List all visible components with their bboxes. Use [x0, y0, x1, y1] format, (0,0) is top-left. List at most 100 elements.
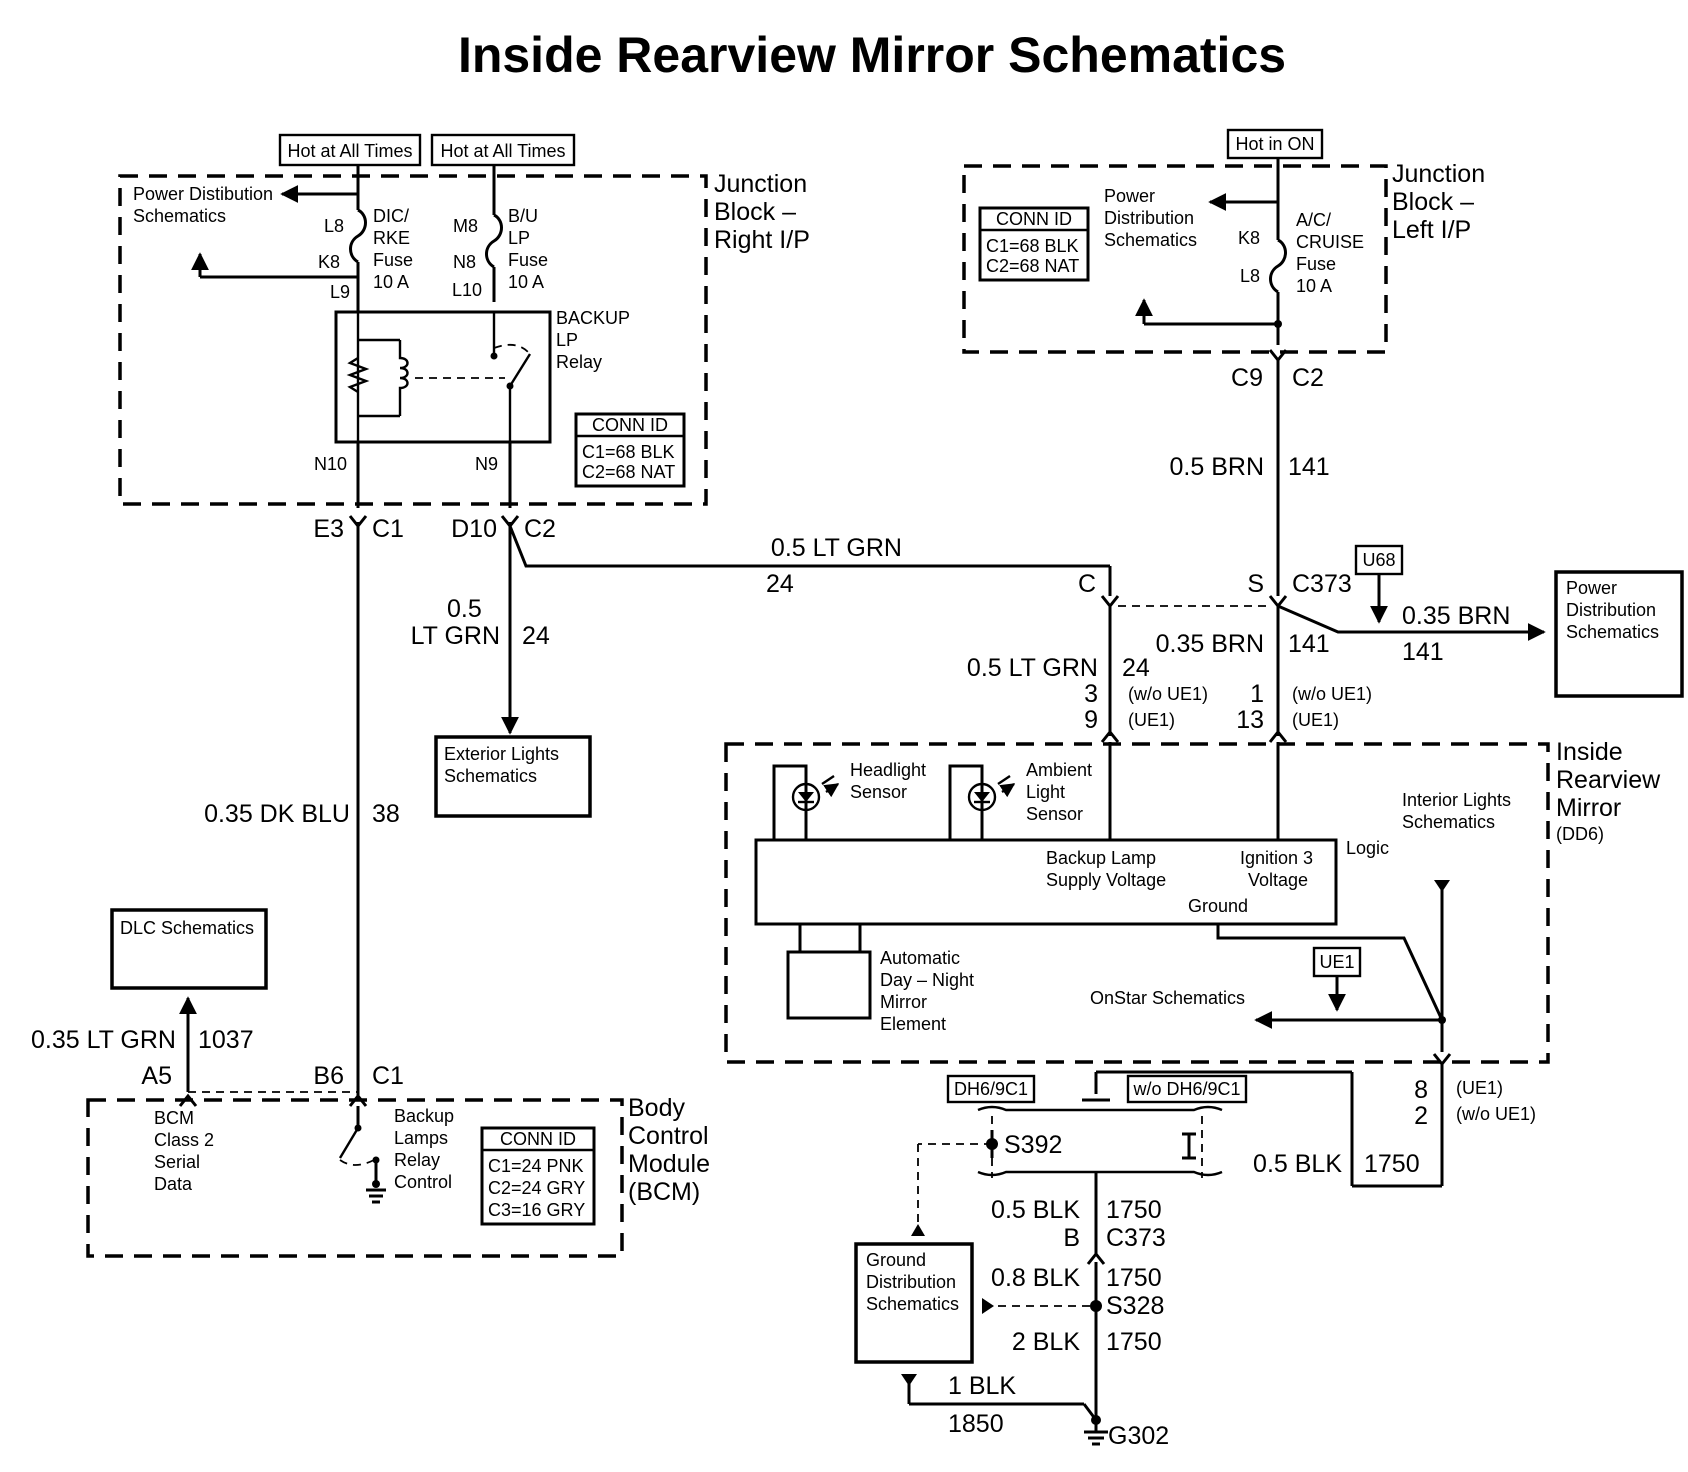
pin-s: S	[1247, 570, 1264, 598]
pin-8: 8	[1414, 1076, 1428, 1104]
pin-9-note: (UE1)	[1128, 710, 1175, 730]
bcm-conn-title: CONN ID	[500, 1129, 576, 1149]
pin-n10: N10	[314, 454, 347, 474]
jb-left-conn-c1: C1=68 BLK	[986, 236, 1079, 256]
junction-block-left: Junction Block – Left I/P Hot in ON CONN…	[962, 128, 1485, 354]
fuse2-label-2: LP	[508, 228, 530, 248]
ltgrn-top-gauge: 0.5 LT GRN	[771, 534, 902, 562]
jb-left-fuse-3: Fuse	[1296, 254, 1336, 274]
dlc-label: DLC Schematics	[120, 918, 254, 938]
ltgrn-top-num: 24	[766, 570, 794, 598]
pin-b6: B6	[313, 1062, 344, 1090]
pin-8-note: (UE1)	[1456, 1078, 1503, 1098]
blk1-num: 1850	[948, 1410, 1004, 1438]
pin-1-note: (w/o UE1)	[1292, 684, 1372, 704]
interior-label-2: Schematics	[1402, 812, 1495, 832]
relay-switch-icon	[508, 353, 532, 387]
ext-label-1: Exterior Lights	[444, 744, 559, 764]
pin-13-note: (UE1)	[1292, 710, 1339, 730]
s392-label: S392	[1004, 1131, 1062, 1159]
bcm-relay-1: Backup	[394, 1106, 454, 1126]
ambient-sensor-icon	[967, 782, 997, 812]
bcm-relay-switch-icon	[338, 1127, 360, 1159]
gnd-box-1: Ground	[866, 1250, 926, 1270]
jb-right-conn-c2: C2=68 NAT	[582, 462, 675, 482]
headlight-sensor-icon	[791, 782, 821, 812]
pin-c1-bcm: C1	[372, 1062, 404, 1090]
splice-s328-icon	[1090, 1300, 1102, 1312]
ltgrn-mirror-gauge: 0.5 LT GRN	[967, 654, 1098, 682]
interior-label-1: Interior Lights	[1402, 790, 1511, 810]
blk2-num: 1750	[1106, 1328, 1162, 1356]
power-distribution-box-right	[1554, 570, 1684, 698]
pin-3: 3	[1084, 680, 1098, 708]
hot-in-on-tag: Hot in ON	[1235, 134, 1314, 154]
bcm-name-2: Control	[628, 1122, 709, 1150]
brn035b-num: 141	[1402, 638, 1444, 666]
pin-n9: N9	[475, 454, 498, 474]
dlc-schematics-box	[110, 908, 268, 990]
jb-right-name-3: Right I/P	[714, 226, 810, 254]
bcm-serial-3: Serial	[154, 1152, 200, 1172]
right-wires: C9 C2 0.5 BRN 141 C S C373 U68 0.35 BRN …	[967, 349, 1684, 743]
jb-left-name-1: Junction	[1392, 160, 1485, 188]
ambient-label-2: Light	[1026, 782, 1065, 802]
jb-left-fuse-1: A/C/	[1296, 210, 1331, 230]
dh6-9c1-tag: DH6/9C1	[954, 1079, 1028, 1099]
bcm-conn-c1: C1=24 PNK	[488, 1156, 584, 1176]
headlight-label-1: Headlight	[850, 760, 926, 780]
pin-c: C	[1078, 570, 1096, 598]
ambient-label-3: Sensor	[1026, 804, 1083, 824]
logic-label: Logic	[1346, 838, 1389, 858]
resistor-icon	[346, 356, 370, 394]
blk05-num: 1750	[1106, 1196, 1162, 1224]
mirror-name-3: Mirror	[1556, 794, 1621, 822]
ground-label: Ground	[1188, 896, 1248, 916]
mirror-name-1: Inside	[1556, 738, 1623, 766]
s328-label: S328	[1106, 1292, 1164, 1320]
fuse2-label-4: 10 A	[508, 272, 544, 292]
blk08-num: 1750	[1106, 1264, 1162, 1292]
fuse2-label-1: B/U	[508, 206, 538, 226]
pds-label-1: Power Distibution	[133, 184, 273, 204]
headlight-label-2: Sensor	[850, 782, 907, 802]
blk08-gauge: 0.8 BLK	[991, 1264, 1080, 1292]
pin-d10: D10	[451, 515, 497, 543]
pin-2-note: (w/o UE1)	[1456, 1104, 1536, 1124]
fuse2-pin-mid: N8	[453, 252, 476, 272]
jb-right-name: Junction	[714, 170, 807, 198]
dkblu-num: 38	[372, 800, 400, 828]
fuse1-pin-bot: L9	[330, 282, 350, 302]
mirror-name-4: (DD6)	[1556, 824, 1604, 844]
pin-1: 1	[1250, 680, 1264, 708]
relay-label-1: BACKUP	[556, 308, 630, 328]
jb-left-pds-2: Distribution	[1104, 208, 1194, 228]
brn141-gauge: 0.5 BRN	[1170, 453, 1264, 481]
auto-label-3: Mirror	[880, 992, 927, 1012]
ambient-label-1: Ambient	[1026, 760, 1092, 780]
pin-b: B	[1063, 1224, 1080, 1252]
fuse1-label-2: RKE	[373, 228, 410, 248]
jb-left-conn-id	[978, 206, 1090, 282]
fuse1-pin-mid: K8	[318, 252, 340, 272]
auto-label-2: Day – Night	[880, 970, 974, 990]
c373-top: C373	[1292, 570, 1352, 598]
fuse1-label-4: 10 A	[373, 272, 409, 292]
pds-right-3: Schematics	[1566, 622, 1659, 642]
jb-left-pds-1: Power	[1104, 186, 1155, 206]
bcm-ground-icon	[366, 1180, 386, 1204]
pds-right-1: Power	[1566, 578, 1617, 598]
fuse1-pin-top: L8	[324, 216, 344, 236]
bcm-relay-2: Lamps	[394, 1128, 448, 1148]
ltgrn-mirror-num: 24	[1122, 654, 1150, 682]
fuse-ac-cruise-icon	[1269, 238, 1287, 294]
jb-right-conn-title: CONN ID	[592, 415, 668, 435]
bcm-section: DLC Schematics 0.35 LT GRN 1037 A5 B6 C1…	[31, 908, 710, 1258]
pds-label-2: Schematics	[133, 206, 226, 226]
c373-bottom: C373	[1106, 1224, 1166, 1252]
jb-left-fuse-4: 10 A	[1296, 276, 1332, 296]
ign-label-1: Ignition 3	[1240, 848, 1313, 868]
jb-left-conn-c2: C2=68 NAT	[986, 256, 1079, 276]
pin-13: 13	[1236, 706, 1264, 734]
